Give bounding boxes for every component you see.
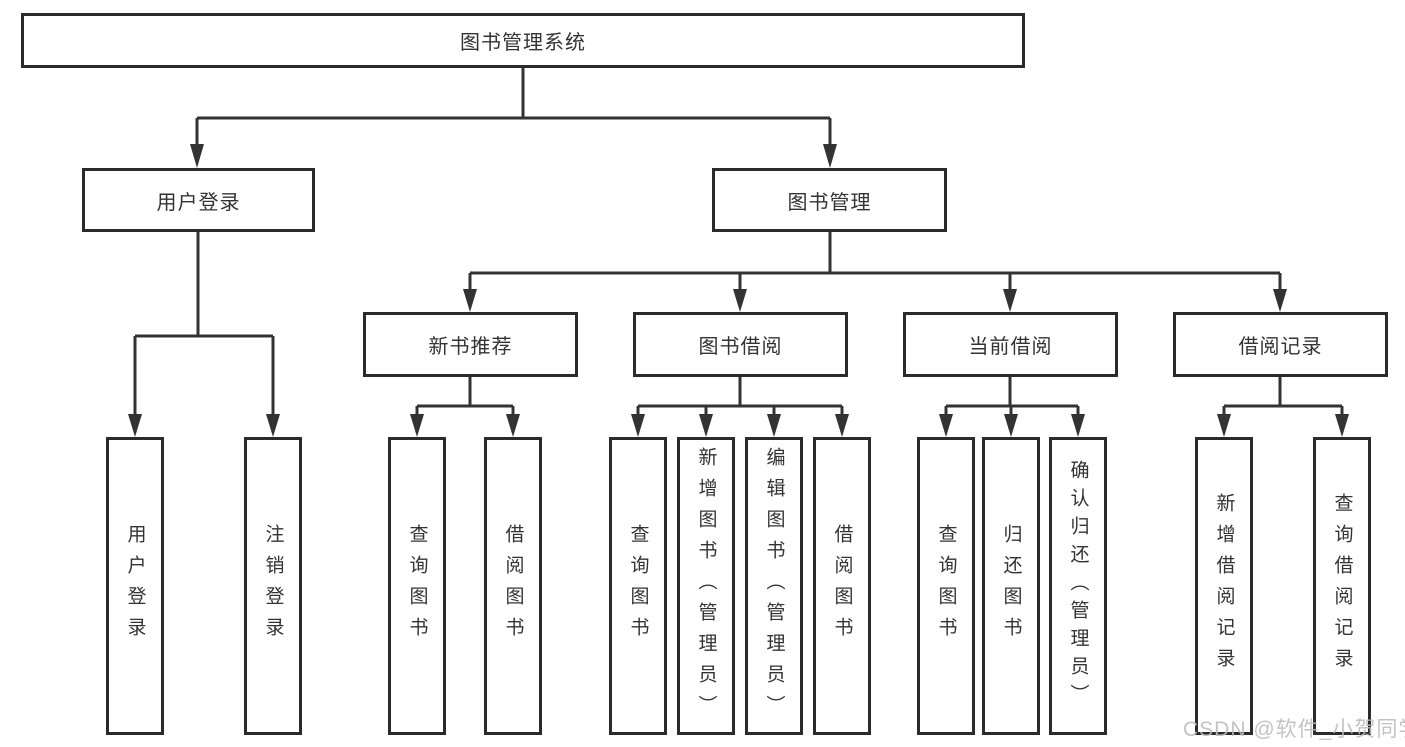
leaf-borrow-books: 借阅图书 bbox=[813, 437, 871, 735]
leaf-borrow-books-label: 借阅图书 bbox=[831, 524, 853, 648]
node-user-login-label: 用户登录 bbox=[156, 191, 241, 214]
leaf-return-books: 归还图书 bbox=[982, 437, 1040, 735]
node-book-borrowing: 图书借阅 bbox=[633, 312, 848, 377]
leaf-confirm-return-admin-label: 确认归还（管理员） bbox=[1067, 460, 1089, 712]
leaf-borrow-books-recommend: 借阅图书 bbox=[484, 437, 542, 735]
node-book-management: 图书管理 bbox=[712, 168, 947, 232]
leaf-edit-books-admin-label: 编辑图书（管理员） bbox=[763, 446, 785, 726]
leaf-query-books-current: 查询图书 bbox=[917, 437, 975, 735]
watermark: CSDN @软件_小贺同学 bbox=[1183, 718, 1405, 741]
leaf-return-books-label: 归还图书 bbox=[1000, 524, 1022, 648]
arrowhead-icons bbox=[128, 144, 1349, 437]
leaf-query-books-borrow-label: 查询图书 bbox=[627, 524, 649, 648]
node-borrow-records: 借阅记录 bbox=[1173, 312, 1388, 377]
node-new-book-recommend-label: 新书推荐 bbox=[428, 336, 513, 358]
node-current-borrowing-label: 当前借阅 bbox=[968, 336, 1053, 358]
leaf-user-login-label: 用户登录 bbox=[124, 524, 146, 648]
leaf-logout: 注销登录 bbox=[244, 437, 302, 735]
leaf-add-borrow-record: 新增借阅记录 bbox=[1195, 437, 1253, 735]
leaf-add-books-admin: 新增图书（管理员） bbox=[677, 437, 735, 735]
node-book-borrowing-label: 图书借阅 bbox=[698, 336, 783, 358]
leaf-borrow-books-recommend-label: 借阅图书 bbox=[502, 524, 524, 648]
leaf-add-books-admin-label: 新增图书（管理员） bbox=[695, 446, 717, 726]
leaf-user-login: 用户登录 bbox=[106, 437, 164, 735]
leaf-logout-label: 注销登录 bbox=[262, 524, 284, 648]
leaf-query-books-current-label: 查询图书 bbox=[935, 524, 957, 648]
leaf-add-borrow-record-label: 新增借阅记录 bbox=[1213, 493, 1235, 679]
node-root-label: 图书管理系统 bbox=[460, 32, 586, 54]
node-borrow-records-label: 借阅记录 bbox=[1238, 336, 1323, 358]
node-new-book-recommend: 新书推荐 bbox=[363, 312, 578, 377]
node-current-borrowing: 当前借阅 bbox=[903, 312, 1118, 377]
leaf-query-borrow-record: 查询借阅记录 bbox=[1313, 437, 1371, 735]
leaf-edit-books-admin: 编辑图书（管理员） bbox=[745, 437, 803, 735]
node-book-management-label: 图书管理 bbox=[787, 191, 872, 214]
leaf-confirm-return-admin: 确认归还（管理员） bbox=[1049, 437, 1107, 735]
node-user-login: 用户登录 bbox=[82, 168, 315, 232]
leaf-query-books-recommend: 查询图书 bbox=[388, 437, 446, 735]
leaf-query-books-borrow: 查询图书 bbox=[609, 437, 667, 735]
node-root: 图书管理系统 bbox=[21, 13, 1025, 68]
leaf-query-books-recommend-label: 查询图书 bbox=[406, 524, 428, 648]
leaf-query-borrow-record-label: 查询借阅记录 bbox=[1331, 493, 1353, 679]
